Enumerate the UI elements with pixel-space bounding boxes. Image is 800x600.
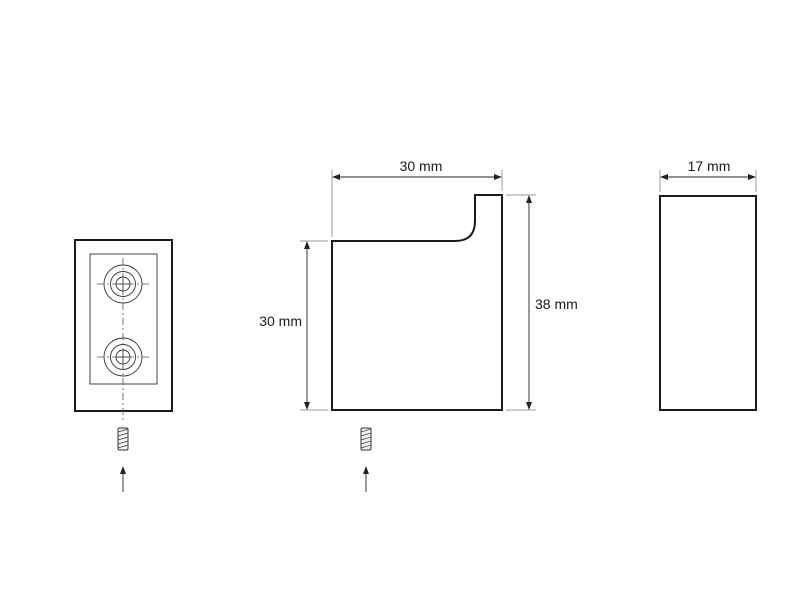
dimension-side-height-body: 30 mm — [259, 240, 328, 411]
dimension-label: 30 mm — [400, 158, 443, 174]
dimension-side-height-total: 38 mm — [506, 194, 578, 411]
mounting-plate-outline — [89, 253, 158, 385]
front-view — [74, 239, 173, 492]
dimension-label: 38 mm — [535, 296, 578, 312]
side-view-outline — [331, 194, 503, 411]
screw-icon — [360, 427, 372, 451]
end-view-outline — [659, 195, 757, 411]
end-view: 17 mm — [659, 158, 757, 411]
arrow-up-icon — [363, 466, 369, 492]
dimension-side-width: 30 mm — [331, 158, 503, 237]
screw-icon — [117, 427, 129, 451]
dimension-label: 30 mm — [259, 313, 302, 329]
dimension-end-width: 17 mm — [659, 158, 757, 192]
side-view: 30 mm 30 mm 38 mm — [259, 158, 578, 492]
dimension-label: 17 mm — [688, 158, 731, 174]
arrow-up-icon — [120, 466, 126, 492]
front-view-outline — [74, 239, 173, 412]
